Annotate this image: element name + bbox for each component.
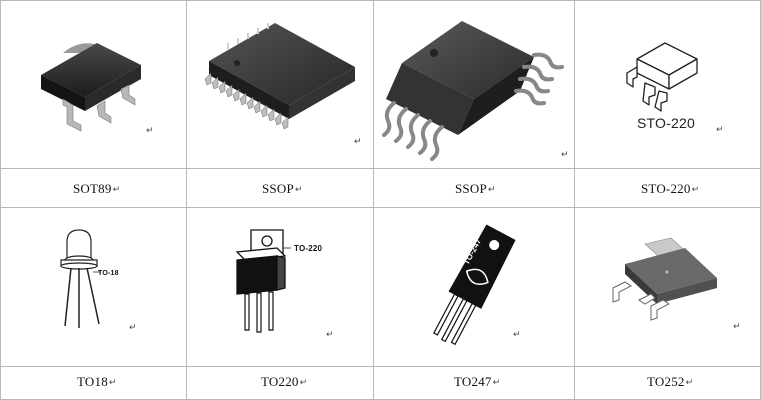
ssop-large-package-image (382, 21, 564, 161)
table-border-top (0, 0, 761, 1)
package-label-to18: TO18↵ (77, 374, 117, 390)
table-col-divider (186, 0, 187, 400)
sto-220-image-cell (575, 1, 760, 168)
to247-package-image (433, 224, 516, 346)
package-label-text: TO220 (261, 374, 299, 389)
return-arrow-icon: ↵ (513, 330, 521, 340)
to252-package-image (612, 237, 717, 321)
ssop-package-image (204, 23, 355, 130)
table-border-left (0, 0, 1, 400)
return-arrow-icon: ↵ (561, 150, 569, 160)
table-row-divider (0, 168, 761, 169)
package-label-text: TO252 (647, 374, 685, 389)
to220-image-caption: TO-220 (294, 244, 323, 253)
table-row-divider (0, 207, 761, 208)
to18-image-caption: TO-18 (98, 270, 119, 277)
package-label-text: SOT89 (73, 181, 112, 196)
to220-package-image (235, 229, 291, 333)
return-arrow-icon: ↵ (108, 378, 117, 388)
package-label-sot89: SOT89↵ (73, 181, 120, 197)
return-arrow-icon: ↵ (685, 378, 694, 388)
package-label-text: STO-220 (641, 181, 691, 196)
return-arrow-icon: ↵ (691, 185, 700, 195)
sto-220-image-caption: STO-220 (637, 115, 695, 131)
sot89-image-cell (1, 1, 186, 168)
package-label-to247: TO247↵ (454, 374, 500, 390)
package-label-to252: TO252↵ (647, 374, 693, 390)
to247-image-cell (374, 208, 574, 366)
return-arrow-icon: ↵ (354, 137, 362, 147)
package-label-to220: TO220↵ (261, 374, 307, 390)
return-arrow-icon: ↵ (129, 323, 137, 333)
ssop-large-image-cell (374, 1, 574, 168)
to18-image-cell (1, 208, 186, 366)
return-arrow-icon: ↵ (326, 330, 334, 340)
package-label-text: TO247 (454, 374, 492, 389)
return-arrow-icon: ↵ (492, 378, 501, 388)
return-arrow-icon: ↵ (299, 378, 308, 388)
to220-image-cell (187, 208, 373, 366)
return-arrow-icon: ↵ (146, 126, 154, 136)
sto-220-package-image (626, 42, 698, 112)
table-col-divider (574, 0, 575, 400)
ssop-image-cell (187, 1, 373, 168)
to18-package-image (60, 229, 101, 328)
sot89-package-image (41, 43, 141, 132)
table-col-divider (373, 0, 374, 400)
return-arrow-icon: ↵ (294, 185, 303, 195)
package-label-text: TO18 (77, 374, 108, 389)
package-label-sto-220: STO-220↵ (641, 181, 699, 197)
return-arrow-icon: ↵ (716, 125, 724, 135)
package-label-text: SSOP (262, 181, 294, 196)
table-row-divider (0, 366, 761, 367)
to252-image-cell (575, 208, 760, 366)
package-label-ssop: SSOP↵ (262, 181, 303, 197)
package-label-text: SSOP (455, 181, 487, 196)
return-arrow-icon: ↵ (112, 185, 121, 195)
package-label-ssop: SSOP↵ (455, 181, 496, 197)
return-arrow-icon: ↵ (487, 185, 496, 195)
return-arrow-icon: ↵ (733, 322, 741, 332)
